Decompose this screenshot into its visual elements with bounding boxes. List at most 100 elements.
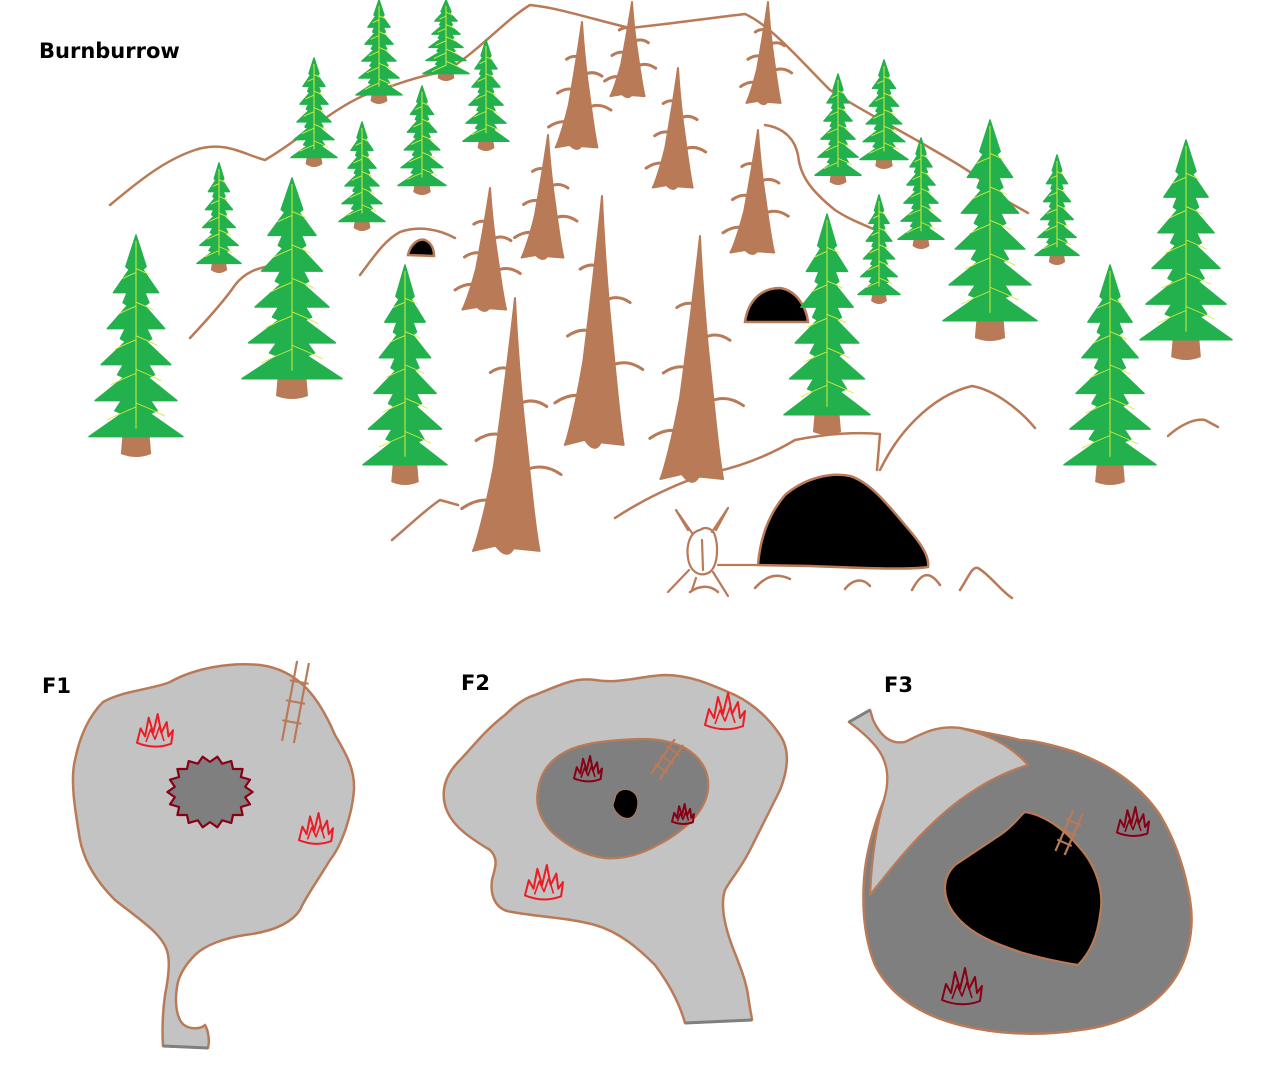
pine-vein (1092, 331, 1128, 344)
ridge-line (843, 579, 872, 591)
cave-mouth (743, 286, 810, 324)
burnt-trunk (729, 129, 776, 255)
burnt-branch (522, 465, 563, 477)
ladder-rung (1065, 818, 1082, 827)
fire-icon (941, 967, 983, 1006)
pine-tree (355, 0, 403, 104)
ridge-line (688, 585, 720, 594)
floor-3-chasm (943, 810, 1103, 967)
burnt-trunk (651, 67, 694, 190)
burnt-branch (675, 301, 700, 310)
burnt-tree (460, 297, 563, 555)
fire-outline (136, 713, 174, 748)
burnt-branch (553, 393, 594, 405)
pine-vein (114, 335, 158, 350)
pine-vein (355, 138, 369, 146)
burnt-trunk (745, 1, 782, 106)
burnt-branch (617, 26, 633, 32)
fire-outline (298, 812, 334, 845)
pine-vein (1050, 171, 1064, 179)
pine-vein (378, 431, 432, 448)
fire-outline (1116, 806, 1150, 837)
cave-mouth (406, 238, 436, 258)
pine-vein (479, 56, 493, 65)
pine-vein (353, 154, 371, 164)
floor-label-f3: F3 (884, 673, 913, 697)
pine-vein (412, 118, 432, 128)
pine-tree (1139, 139, 1233, 360)
pine-vein (831, 90, 845, 99)
pine-vein (392, 297, 418, 309)
pine-vein (874, 92, 894, 102)
burnt-branch (547, 120, 577, 129)
ladder-icon (281, 660, 310, 744)
pine-tree (942, 119, 1038, 341)
burnt-branch (578, 263, 602, 271)
ladder-rung (1061, 828, 1077, 837)
pine-vein (385, 364, 425, 378)
ladder-rung (1056, 838, 1073, 847)
burnt-branch (721, 225, 753, 235)
rabbit-line (690, 576, 698, 592)
burnt-branch (549, 182, 570, 190)
burnt-branch (661, 99, 679, 106)
pine-vein (410, 135, 434, 145)
pine-vein (814, 247, 840, 258)
burnt-branch (474, 432, 510, 443)
pine-tree (783, 213, 871, 435)
fire-inner (580, 765, 596, 778)
burnt-branch (768, 41, 786, 48)
fire-inner (951, 981, 973, 1000)
pine-vein (389, 331, 421, 343)
pine-vein (269, 277, 315, 293)
fire-icon (1116, 806, 1150, 837)
floor-2-hole (612, 788, 639, 819)
rabbit-sketch (666, 506, 758, 598)
pine-vein (1045, 221, 1069, 232)
pine-tree (897, 137, 945, 249)
pine-vein (260, 344, 324, 364)
pine-vein (1157, 306, 1215, 324)
ridge-line (763, 123, 882, 234)
ridge-line (1166, 418, 1220, 438)
pine-tree (196, 162, 242, 273)
pine-vein (299, 140, 329, 152)
pine-vein (366, 62, 392, 74)
burnt-branch (681, 145, 708, 154)
fire-outline (573, 755, 603, 783)
burnt-trunk (609, 1, 646, 99)
ladder-rung (285, 699, 306, 705)
pine-vein (471, 123, 501, 136)
burnt-branch (653, 130, 676, 138)
pine-vein (106, 402, 166, 421)
burnt-branch (632, 38, 650, 45)
pine-vein (968, 219, 1012, 235)
ridge-line (958, 566, 1014, 600)
burnt-branch (552, 214, 579, 223)
pine-vein (800, 380, 854, 398)
rabbit-line (700, 538, 705, 572)
pine-vein (433, 48, 459, 59)
floor-2-map (442, 673, 788, 1025)
fire-inner (533, 877, 555, 895)
pine-vein (305, 90, 323, 100)
floor-3-upper-ledge (847, 708, 1030, 897)
burnt-branch (488, 366, 515, 374)
pine-vein (475, 90, 497, 100)
pine-vein (872, 211, 886, 219)
pine-vein (964, 253, 1016, 270)
pine-vein (207, 229, 231, 240)
pine-tree (857, 194, 901, 304)
pine-tree (859, 59, 909, 169)
pine-vein (972, 186, 1008, 200)
pine-vein (906, 221, 936, 234)
pine-vein (273, 244, 311, 258)
pine-vein (370, 31, 388, 40)
burnt-trunk (461, 187, 508, 312)
pine-vein (960, 286, 1020, 305)
pine-vein (871, 227, 887, 237)
pine-vein (870, 125, 898, 137)
pine-vein (1048, 188, 1066, 197)
floor-1-map (71, 660, 356, 1050)
